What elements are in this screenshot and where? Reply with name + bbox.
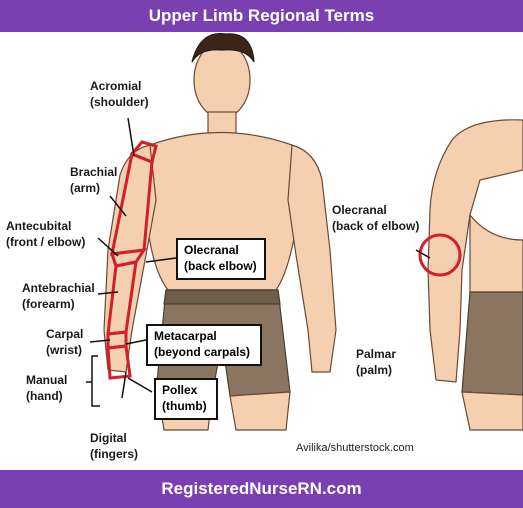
acromial-term: Acromial	[90, 79, 142, 93]
acromial-desc: (shoulder)	[90, 95, 149, 109]
back-figure	[427, 119, 523, 431]
label-brachial: Brachial (arm)	[70, 164, 117, 196]
antecubital-term: Antecubital	[6, 219, 72, 233]
label-olecranal-right: Olecranal (back of elbow)	[332, 202, 419, 234]
carpal-pointer	[89, 339, 111, 343]
diagram-stage: Acromial (shoulder) Brachial (arm) Antec…	[0, 32, 523, 470]
label-manual: Manual (hand)	[26, 372, 67, 404]
antebrachial-pointer	[97, 291, 119, 295]
metacarpal-pointer	[125, 339, 147, 345]
box-pollex: Pollex (thumb)	[154, 378, 218, 420]
footer-banner: RegisteredNurseRN.com	[0, 470, 523, 508]
olecranal-back-pointer	[145, 257, 177, 263]
back-torso	[469, 213, 523, 301]
pollex-desc: (thumb)	[162, 399, 207, 413]
carpal-term: Carpal	[46, 327, 84, 341]
front-leg-right	[229, 391, 291, 431]
manual-region	[106, 344, 132, 380]
digital-pointer	[121, 371, 127, 399]
image-credit: Avilika/shutterstock.com	[296, 442, 414, 454]
highlight-regions	[106, 140, 462, 380]
digital-term: Digital	[90, 431, 127, 445]
manual-desc: (hand)	[26, 389, 63, 403]
front-figure	[103, 32, 337, 431]
olecranal-right-term: Olecranal	[332, 203, 387, 217]
title-text: Upper Limb Regional Terms	[148, 6, 375, 25]
olecranal-right-pointer	[415, 249, 431, 259]
label-carpal: Carpal (wrist)	[46, 326, 83, 358]
brachial-term: Brachial	[70, 165, 118, 179]
footer-link[interactable]: RegisteredNurseRN.com	[161, 479, 362, 498]
front-hair	[191, 32, 255, 63]
label-antecubital: Antecubital (front / elbow)	[6, 218, 85, 250]
olecranal-back-term: Olecranal	[184, 243, 239, 257]
manual-bracket	[91, 355, 100, 407]
label-palmar: Palmar (palm)	[356, 346, 396, 378]
front-arm-right	[287, 144, 337, 373]
pollex-term: Pollex	[162, 383, 198, 397]
box-olecranal-back: Olecranal (back elbow)	[176, 238, 266, 280]
label-acromial: Acromial (shoulder)	[90, 78, 149, 110]
label-antebrachial: Antebrachial (forearm)	[22, 280, 95, 312]
brachial-desc: (arm)	[70, 181, 101, 195]
antebrachial-term: Antebrachial	[22, 281, 95, 295]
pointer-lines	[86, 117, 431, 407]
palmar-desc: (palm)	[356, 363, 392, 377]
label-digital: Digital (fingers)	[90, 430, 138, 462]
antecubital-desc: (front / elbow)	[6, 235, 86, 249]
back-leg	[461, 391, 523, 431]
olecranal-back-desc: (back elbow)	[184, 259, 257, 273]
front-neck	[207, 111, 237, 135]
pollex-pointer	[127, 377, 153, 393]
illustration	[86, 32, 523, 431]
front-head	[193, 41, 251, 119]
metacarpal-term: Metacarpal	[154, 329, 217, 343]
carpal-desc: (wrist)	[46, 343, 82, 357]
palmar-term: Palmar	[356, 347, 397, 361]
olecranal-circle	[418, 233, 462, 277]
front-arm-left	[103, 144, 157, 373]
antebrachial-desc: (forearm)	[22, 297, 75, 311]
metacarpal-desc: (beyond carpals)	[154, 345, 251, 359]
digital-desc: (fingers)	[90, 447, 138, 461]
antecubital-pointer	[97, 237, 119, 257]
acromial-pointer	[127, 117, 135, 157]
back-shorts	[461, 291, 523, 396]
front-waistband	[163, 289, 281, 305]
olecranal-right-desc: (back of elbow)	[332, 219, 420, 233]
box-metacarpal: Metacarpal (beyond carpals)	[146, 324, 262, 366]
title-banner: Upper Limb Regional Terms	[0, 0, 523, 32]
back-arm	[427, 119, 523, 383]
brachial-pointer	[109, 195, 127, 217]
manual-term: Manual	[26, 373, 68, 387]
